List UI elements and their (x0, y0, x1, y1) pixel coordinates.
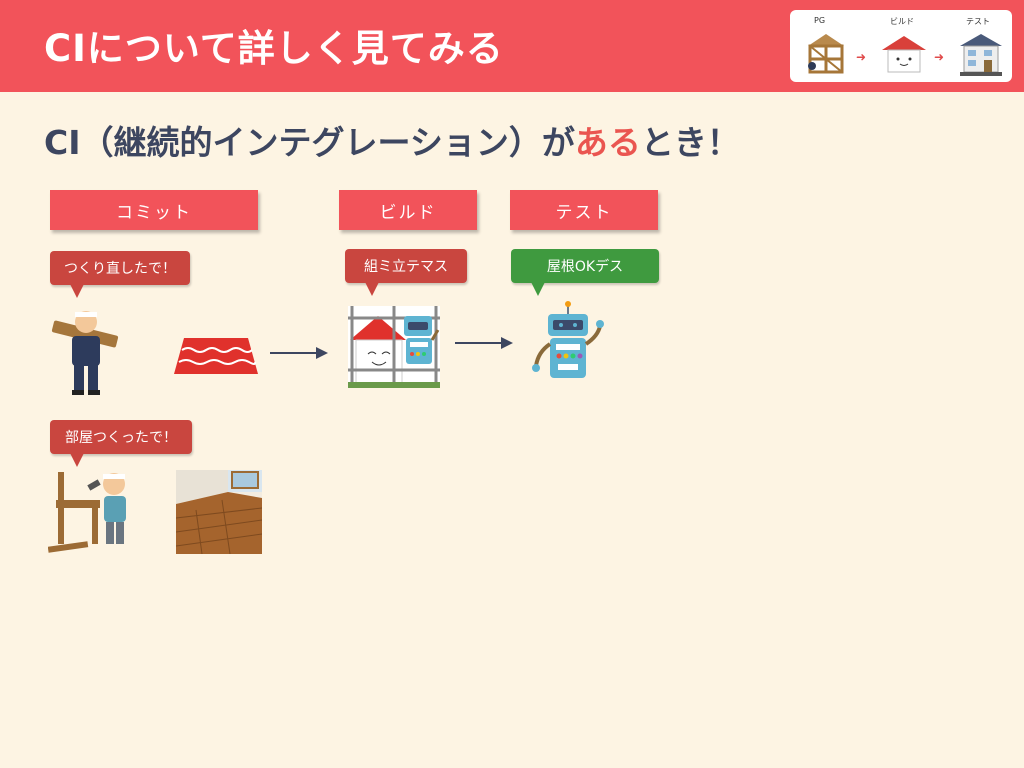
subtitle-prefix: CI（継続的インテグレーション）が (44, 123, 575, 162)
robot-icon (528, 300, 608, 382)
finished-house-icon (956, 30, 1006, 78)
wooden-floor-room-icon (176, 470, 262, 554)
build-stage-box: ビルド (339, 190, 477, 230)
thumb-label-pg: PG (814, 16, 825, 25)
thumb-label-test: テスト (966, 16, 990, 27)
subtitle-highlight: ある (575, 123, 641, 162)
speech-bubble-room: 部屋つくったで！ (50, 420, 192, 454)
subtitle-suffix: とき！ (641, 123, 740, 162)
arrow-right-icon: ➜ (856, 50, 866, 64)
house-icon (880, 32, 928, 76)
carpenter-carrying-wood-icon (50, 306, 122, 396)
thumb-label-build: ビルド (890, 16, 914, 27)
speech-bubble-fixed: つくり直したで！ (50, 251, 190, 285)
arrow-right-icon (270, 346, 328, 360)
carpenter-building-chair-icon (48, 462, 132, 556)
speech-bubble-text: 部屋つくったで！ (65, 427, 177, 447)
speech-bubble-text: 組ミ立テマス (364, 256, 448, 276)
arrow-right-icon (455, 336, 513, 350)
pipeline-thumbnail: PG ビルド テスト ➜ ➜ (790, 10, 1012, 82)
test-stage-box: テスト (510, 190, 658, 230)
house-frame-icon (802, 30, 850, 76)
speech-bubble-roof-ok: 屋根OKデス (511, 249, 659, 283)
slide-subtitle: CI（継続的インテグレーション）があるとき！ (44, 116, 740, 164)
speech-bubble-text: 屋根OKデス (547, 256, 623, 276)
commit-stage-box: コミット (50, 190, 258, 230)
speech-bubble-assemble: 組ミ立テマス (345, 249, 467, 283)
header-bar: CIについて詳しく見てみる PG ビルド テスト ➜ ➜ (0, 0, 1024, 92)
robot-building-house-icon (348, 306, 440, 388)
page-title: CIについて詳しく見てみる (44, 18, 504, 72)
arrow-right-icon: ➜ (934, 50, 944, 64)
red-roof-icon (174, 336, 258, 376)
speech-bubble-text: つくり直したで！ (64, 258, 176, 278)
